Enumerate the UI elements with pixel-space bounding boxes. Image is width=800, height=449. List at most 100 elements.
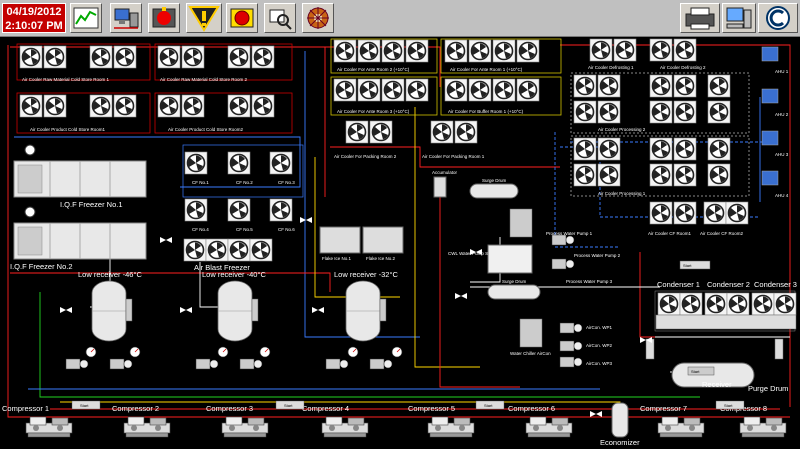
ahu-label-3: AHU 3 xyxy=(775,152,789,157)
print-button[interactable] xyxy=(680,3,720,33)
compressor3-label: Compressor 3 xyxy=(206,404,253,413)
status-tag-3: Start xyxy=(284,403,293,408)
workstation-icon xyxy=(726,7,752,29)
cooler-group-processing-2[interactable]: Air Cooler Processing 2 xyxy=(570,72,750,134)
process-pump3-label: Process Water Pump 3 xyxy=(566,279,613,284)
condenser-status-tag: Start xyxy=(683,263,692,268)
settings-button[interactable] xyxy=(302,3,334,33)
contact-freezer-group[interactable]: CF No.1 CF No.2 CF No.3 CF No.4 CF No.5 … xyxy=(182,144,304,232)
cooler-label-raw2: Air Cooler Raw Material Cold Store Room … xyxy=(160,77,248,82)
ahu-column[interactable]: AHU 1 AHU 2 AHU 3 AHU 4 xyxy=(761,46,789,198)
cooler-label-ante3: Air Cooler For Ante Room 3 (+10°C) xyxy=(337,109,410,114)
compressor-3[interactable]: Compressor 3 xyxy=(206,404,269,438)
compressor-2[interactable]: Compressor 2 xyxy=(112,404,171,438)
high-receiver[interactable]: Start Receiver Purge Drum xyxy=(645,338,788,393)
aircon1-label: AirCon. WP1 xyxy=(586,325,613,330)
compressor-4[interactable]: Compressor 4 xyxy=(302,404,369,438)
cooler-group-product-2[interactable]: Air Cooler Product Cold Store Room2 xyxy=(154,92,293,134)
surge-drum-1[interactable]: Surge Drum xyxy=(469,178,533,238)
process-pump1-label: Process Water Pump 1 xyxy=(546,231,593,236)
iqf-freezer-1[interactable]: I.Q.F Freezer No.1 xyxy=(13,144,147,209)
economizer[interactable]: Economizer xyxy=(600,402,640,447)
flake-ice-machines[interactable]: Flake Ice No.1 Flake Ice No.2 xyxy=(319,226,404,261)
economizer-label: Economizer xyxy=(600,438,640,447)
time-text: 2:10:07 PM xyxy=(5,20,63,32)
cwl-pump-label: CWL Water Pump S xyxy=(448,251,488,256)
cooler-group-packing-1[interactable]: Air Cooler For Packing Room 1 xyxy=(422,120,485,159)
process-pump2-label: Process Water Pump 2 xyxy=(574,253,621,258)
network-button[interactable] xyxy=(110,3,142,33)
water-chiller[interactable]: Water Chiller AirCon AirCon. WP1 AirCon.… xyxy=(510,318,613,368)
low-receiver-40[interactable]: Low receiver -40°C xyxy=(195,270,271,370)
surge2-label: Surge Drum xyxy=(502,279,527,284)
aircon2-label: AirCon. WP2 xyxy=(586,343,613,348)
receiver-46-label: Low receiver -46°C xyxy=(78,270,142,279)
cf2-label: CF No.2 xyxy=(236,180,253,185)
compressor-7[interactable]: Compressor 7 xyxy=(640,404,705,438)
condenser-bank[interactable]: Condenser 1 Condenser 2 Condenser 3 Star… xyxy=(654,260,797,332)
cf4-label: CF No.4 xyxy=(192,227,209,232)
cooler-group-raw-material-2[interactable]: Air Cooler Raw Material Cold Store Room … xyxy=(154,43,293,82)
cooler-label-buffer: Air Cooler For Buffer Room 1 (+10°C) xyxy=(448,109,524,114)
low-receiver-46[interactable]: Low receiver -46°C xyxy=(65,270,142,370)
ahu-label-1: AHU 1 xyxy=(775,69,789,74)
zoom-window-icon xyxy=(269,9,292,30)
cooler-label-def1: Air Cooler Defrosting 1 xyxy=(588,65,634,70)
datetime-display: 04/19/2012 2:10:07 PM xyxy=(2,3,66,33)
zoom-button[interactable] xyxy=(264,3,296,33)
status-tag-1: Start xyxy=(80,403,89,408)
surge1-label: Surge Drum xyxy=(482,178,507,183)
cooler-label-proc2: Air Cooler Processing 2 xyxy=(598,127,646,132)
ahu-label-2: AHU 2 xyxy=(775,112,789,117)
compressor6-label: Compressor 6 xyxy=(508,404,555,413)
accumulator[interactable]: Accumulator xyxy=(432,170,458,198)
low-receiver-32[interactable]: Low receiver -32°C xyxy=(325,270,403,370)
water-tank[interactable]: CWL Water Pump S Process Water Pump 1 Pr… xyxy=(448,231,621,284)
cooler-label-raw1: Air Cooler Raw Material Cold Store Room … xyxy=(22,77,110,82)
logo-button[interactable] xyxy=(758,3,798,33)
compressor-5[interactable]: Compressor 5 xyxy=(408,404,475,438)
cooler-label-def2: Air Cooler Defrosting 2 xyxy=(660,65,706,70)
cooler-label-ante1: Air Cooler For Ante Room 1 (+10°C) xyxy=(450,67,523,72)
compressor-status-tags: Start Start Start Start xyxy=(71,400,745,410)
compressor-1[interactable]: Compressor 1 xyxy=(2,404,73,438)
workstation-button[interactable] xyxy=(722,3,756,33)
cooler-label-ante2: Air Cooler For Ante Room 2 (+10°C) xyxy=(337,67,410,72)
air-blast-freezer[interactable]: Air Blast Freezer xyxy=(183,238,273,272)
cooler-label-cfroom2: Air Cooler CF Room2 xyxy=(700,231,744,236)
trend-button[interactable] xyxy=(70,3,102,33)
cooler-group-raw-material[interactable]: Air Cooler Raw Material Cold Store Room … xyxy=(16,43,151,82)
cooler-group-processing-1[interactable]: Air Cooler Processing 1 xyxy=(570,135,750,197)
computer-network-icon xyxy=(114,8,139,29)
blast-freezer-label: Air Blast Freezer xyxy=(194,263,250,272)
iqf2-label: I.Q.F Freezer No.2 xyxy=(10,262,73,271)
cooler-group-ante-1[interactable]: Air Cooler For Ante Room 1 (+10°C) xyxy=(440,38,562,74)
compressor2-label: Compressor 2 xyxy=(112,404,159,413)
cooler-label-prod1: Air Cooler Product Cold Store Room1 xyxy=(30,127,106,132)
status-tag-7: Start xyxy=(724,403,733,408)
iqf-freezer-2[interactable]: I.Q.F Freezer No.2 xyxy=(10,206,147,271)
aircon3-label: AirCon. WP3 xyxy=(586,361,613,366)
receiver-label: Receiver xyxy=(702,380,732,389)
cooler-group-ante-3[interactable]: Air Cooler For Ante Room 3 (+10°C) xyxy=(330,76,438,116)
gear-wheel-icon xyxy=(307,7,329,29)
cooler-group-packing-2[interactable]: Air Cooler For Packing Room 2 xyxy=(334,120,397,159)
warning-triangle-icon xyxy=(188,6,220,32)
cooler-group-buffer[interactable]: Air Cooler For Buffer Room 1 (+10°C) xyxy=(440,76,562,116)
alarm-button[interactable] xyxy=(148,3,180,33)
warning-button[interactable] xyxy=(186,3,222,33)
flake1-label: Flake Ice No.1 xyxy=(322,256,352,261)
cooler-group-cf-rooms[interactable]: Air Cooler CF Room1 Air Cooler CF Room2 xyxy=(648,201,749,236)
emergency-stop-button[interactable] xyxy=(226,3,258,33)
cooler-group-product-1[interactable]: Air Cooler Product Cold Store Room1 xyxy=(16,92,151,134)
cooler-group-ante-2[interactable]: Air Cooler For Ante Room 2 (+10°C) xyxy=(330,38,438,74)
cooler-label-cfroom1: Air Cooler CF Room1 xyxy=(648,231,692,236)
cf1-label: CF No.1 xyxy=(192,180,209,185)
cooler-label-pack1: Air Cooler For Packing Room 1 xyxy=(422,154,485,159)
compressor1-label: Compressor 1 xyxy=(2,404,49,413)
cooler-group-defrost[interactable]: Air Cooler Defrosting 1 Air Cooler Defro… xyxy=(588,38,706,70)
compressor-6[interactable]: Compressor 6 xyxy=(508,404,573,438)
status-tag-5: Start xyxy=(484,403,493,408)
surge-drum-2[interactable]: Surge Drum xyxy=(487,279,541,300)
compressor4-label: Compressor 4 xyxy=(302,404,349,413)
